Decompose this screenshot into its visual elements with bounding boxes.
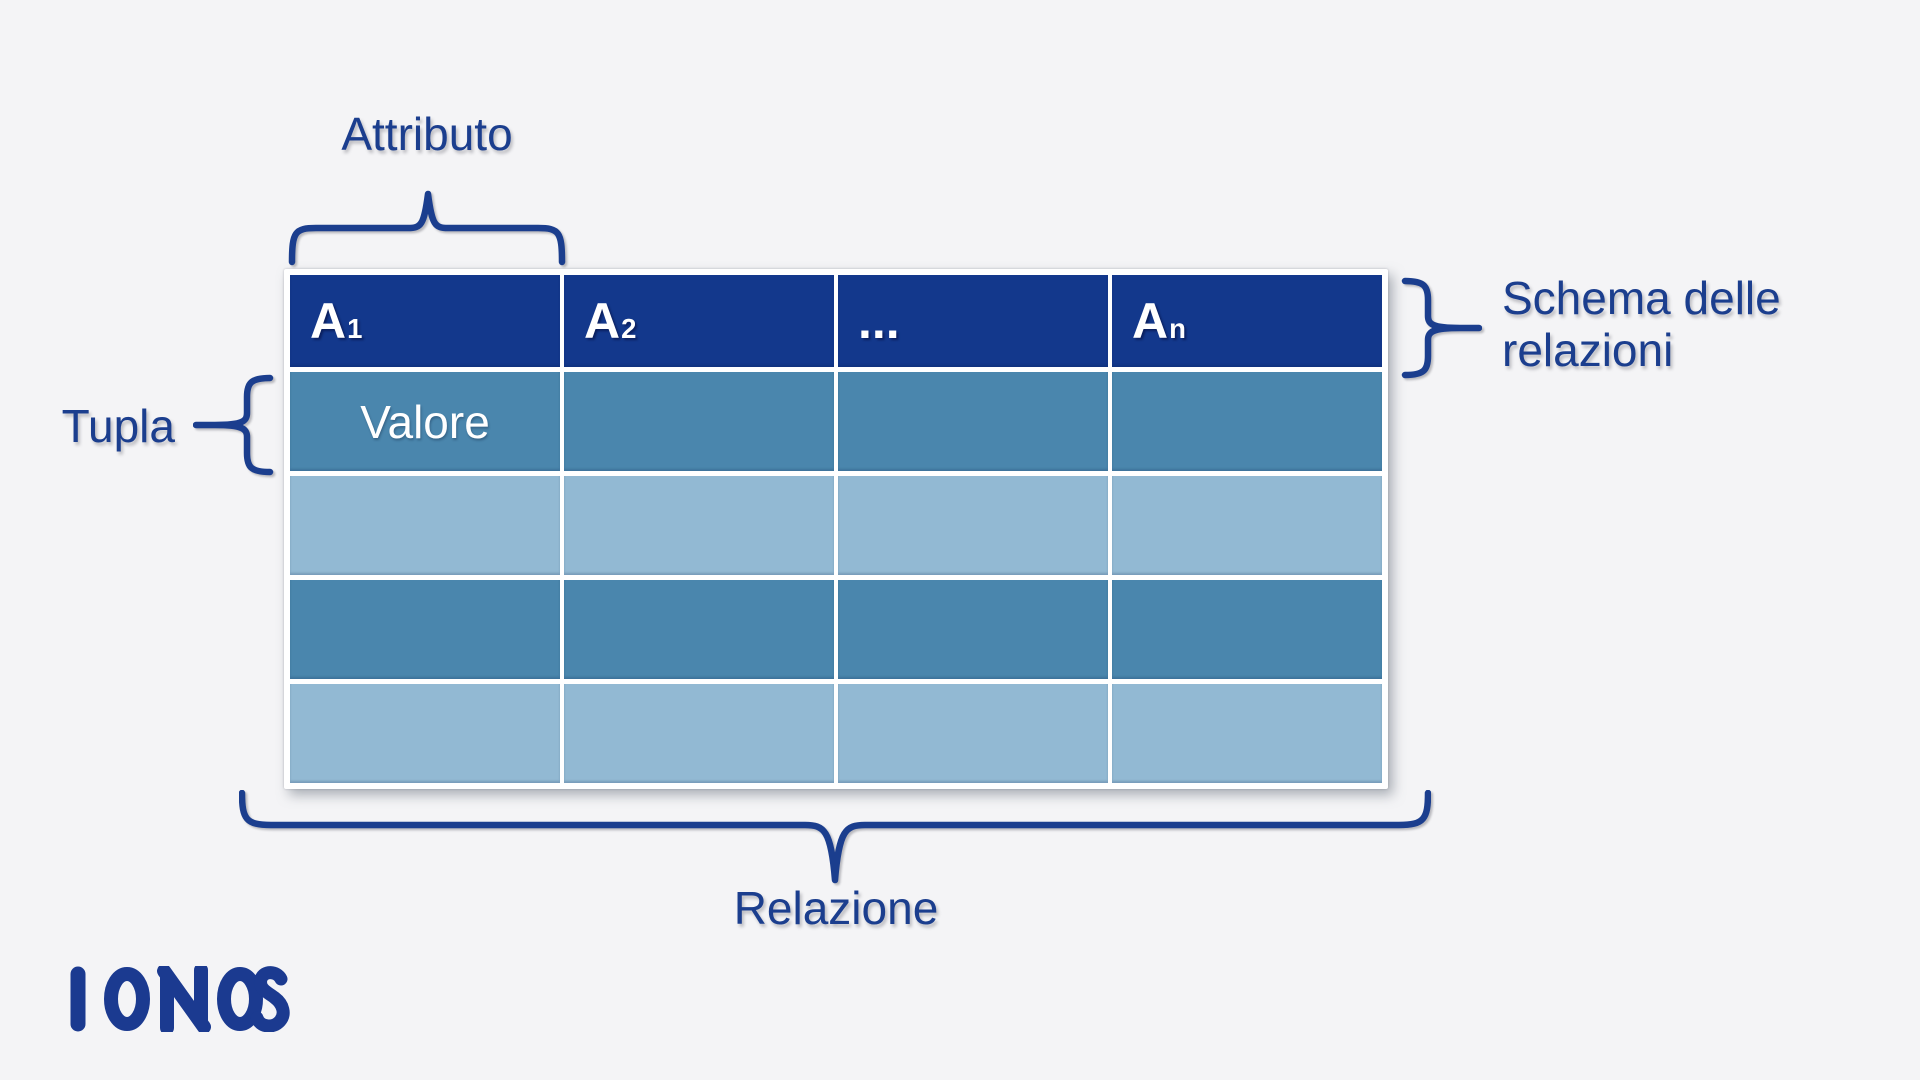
table-cell — [290, 580, 560, 679]
table-cell-value: Valore — [290, 372, 560, 471]
column-header-base: ... — [858, 293, 900, 349]
column-header-base: A — [1132, 293, 1169, 349]
table-cell — [290, 684, 560, 783]
schema-brace-icon — [1401, 277, 1482, 379]
relation-label: Relazione — [733, 882, 939, 934]
table-cell — [1112, 684, 1382, 783]
table-cell — [290, 476, 560, 575]
schema-label: Schema delle relazioni — [1502, 272, 1781, 377]
table-cell — [1112, 476, 1382, 575]
column-header-base: A — [584, 293, 621, 349]
column-header-ellipsis: ... — [838, 275, 1108, 367]
column-header-base: A — [310, 293, 347, 349]
relation-brace-icon — [239, 790, 1431, 884]
table-cell — [564, 372, 834, 471]
ionos-logo — [70, 966, 290, 1032]
tuple-label: Tupla — [61, 400, 175, 452]
table-cell — [1112, 372, 1382, 471]
table-cell — [838, 476, 1108, 575]
tuple-brace-icon — [193, 374, 274, 476]
table-cell — [564, 476, 834, 575]
attribute-label: Attributo — [341, 108, 513, 160]
table-cell — [838, 580, 1108, 679]
attribute-brace-icon — [288, 190, 566, 266]
table-cell — [838, 372, 1108, 471]
table-cell — [1112, 580, 1382, 679]
table-cell — [564, 684, 834, 783]
table-cell — [564, 580, 834, 679]
table-cell — [838, 684, 1108, 783]
